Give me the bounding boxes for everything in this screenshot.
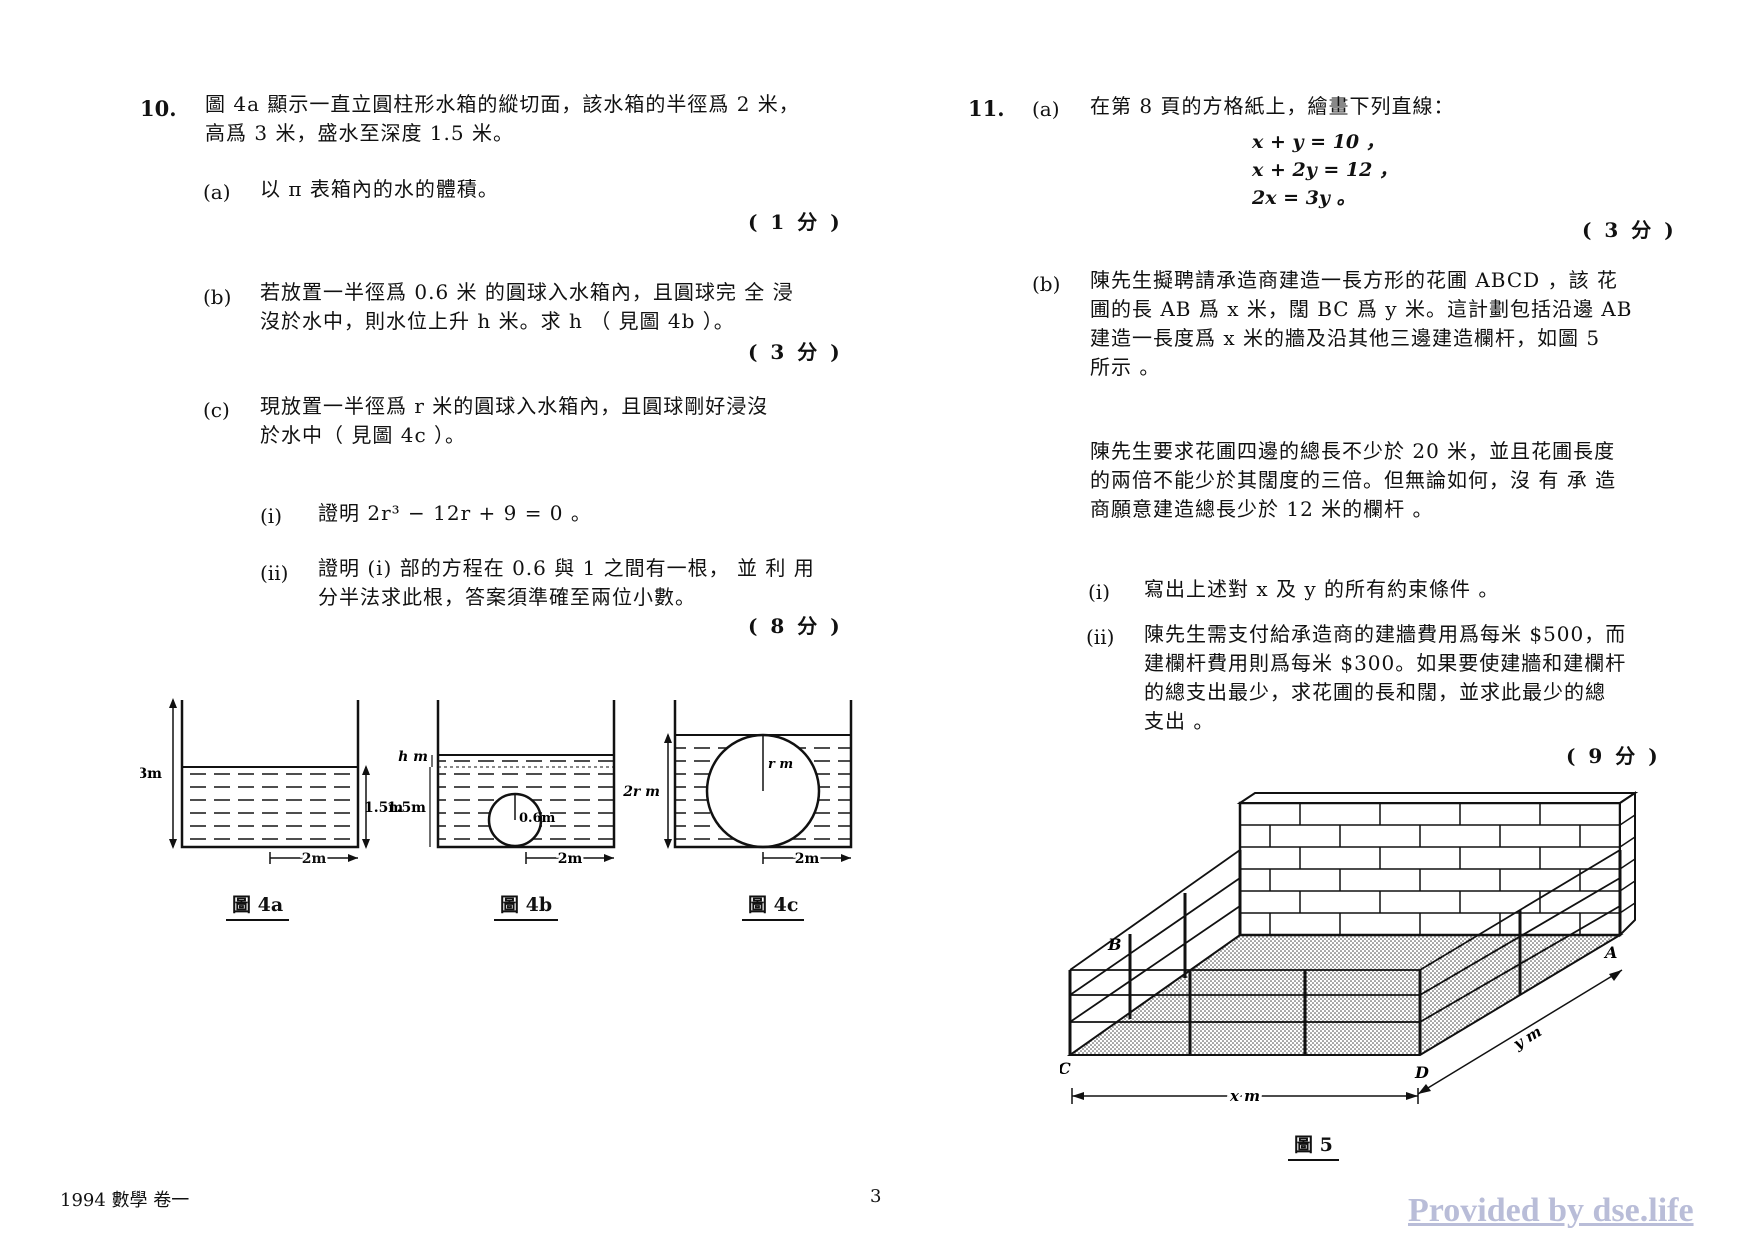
q10cii-line: 分半法求此根，答案須準確至兩位小數。 [318,585,696,609]
q10b-line: 沒於水中，則水位上升 h 米。求 h （ 見圖 4b ）。 [260,309,735,333]
q11bii-line: 陳先生需支付給承造商的建牆費用爲每米 $500，而 [1144,622,1627,646]
q10b-marks: ( 3 分 ) [748,340,843,364]
q11bi-text: 寫出上述對 x 及 y 的所有約束條件 。 [1144,577,1500,601]
q10c-marks: ( 8 分 ) [748,614,843,638]
q11bii-line: 支出 。 [1144,709,1215,733]
label-4c-ball: r m [768,757,793,772]
q11a-marks: ( 3 分 ) [1582,218,1677,242]
footer-exam-name: 1994 數學 卷一 [60,1190,190,1211]
q11bi-label: (i) [1088,580,1111,604]
q11b-label: (b) [1032,272,1061,296]
q10ci-text: 證明 2r³ − 12r + 9 = 0 。 [318,501,592,525]
watermark: Provided by dse.life [1408,1192,1694,1229]
label-4a-radius: 2m [302,851,327,867]
q11b-para2-line: 的兩倍不能少於其闊度的三倍。但無論如何，沒 有 承 造 [1090,468,1617,492]
vertex-C: C [1060,1059,1071,1078]
railing-posts [1068,850,1622,1055]
q10c-line: 現放置一半徑爲 r 米的圓球入水箱內，且圓球剛好浸沒 [260,394,769,418]
q10cii-label: (ii) [260,561,289,585]
q11bii-text: 陳先生需支付給承造商的建牆費用爲每米 $500，而 建欄杆費用則爲每米 $300… [1144,620,1626,736]
label-4b-radius: 2m [558,851,583,867]
q11b-line: 所示 。 [1090,355,1161,379]
q10-intro: 圖 4a 顯示一直立圓柱形水箱的縱切面，該水箱的半徑爲 2 米， 高爲 3 米，… [205,90,800,148]
dimension-x: x m [1229,1087,1260,1105]
figure-4a: 3m 1.5m 2m [140,698,403,870]
q10a-marks: ( 1 分 ) [748,210,843,234]
figure-4b: 0.6m h m 1.5m 2m [387,700,616,870]
dimension-y: y m [1509,1022,1545,1053]
q11-number: 11. [968,96,1005,121]
vertex-D: D [1414,1063,1429,1082]
railing-rails [1069,849,1621,1023]
figure-4-tanks: 3m 1.5m 2m 0.6m h m 1.5m 2m r m [140,698,853,870]
q11b-para2-line: 商願意建造總長少於 12 米的欄杆 。 [1090,497,1434,521]
q10c-label: (c) [203,398,230,422]
q11b-line: 圃的長 AB 爲 x 米，闊 BC 爲 y 米。這計劃包括沿邊 AB [1090,297,1633,321]
vertex-A: A [1603,943,1617,962]
q11bii-line: 建欄杆費用則爲每米 $300。如果要使建牆和建欄杆 [1144,651,1627,675]
q10a-label: (a) [203,180,231,204]
q10b-text: 若放置一半徑爲 0.6 米 的圓球入水箱內，且圓球完 全 浸 沒於水中，則水位上… [260,278,794,336]
caption-figure-4a: 圖 4a [226,890,290,921]
label-4b-ball: 0.6m [519,811,556,826]
label-4c-depth: 2r m [622,784,660,800]
label-4a-height: 3m [140,766,162,782]
label-4b-rise: h m [398,749,428,765]
q10a-text: 以 π 表箱內的水的體積。 [260,177,499,201]
q10-intro-line: 高爲 3 米，盛水至深度 1.5 米。 [205,121,514,145]
q10b-label: (b) [203,285,232,309]
q10b-line: 若放置一半徑爲 0.6 米 的圓球入水箱內，且圓球完 全 浸 [260,280,794,304]
equation: x + 2y = 12 ， [1252,159,1398,181]
q11a-text: 在第 8 頁的方格紙上，繪畫下列直線： [1090,94,1455,118]
footer-page-number: 3 [870,1186,882,1207]
vertex-B: B [1107,935,1122,954]
q11b-marks: ( 9 分 ) [1566,744,1661,768]
q11b-para2: 陳先生要求花圃四邊的總長不少於 20 米，並且花圃長度 的兩倍不能少於其闊度的三… [1090,437,1616,524]
q10c-line: 於水中（ 見圖 4c ）。 [260,423,466,447]
caption-figure-4b: 圖 4b [494,890,559,921]
wall-bricks [1240,792,1636,935]
q11b-line: 陳先生擬聘請承造商建造一長方形的花圃 ABCD ，該 花 [1090,268,1618,292]
q10cii-text: 證明 (i) 部的方程在 0.6 與 1 之間有一根， 並 利 用 分半法求此根… [318,554,815,612]
figure-4c: r m 2r m 2m [622,700,853,870]
q10ci-label: (i) [260,504,283,528]
q11b-para2-line: 陳先生要求花圃四邊的總長不少於 20 米，並且花圃長度 [1090,439,1616,463]
q11b-line: 建造一長度爲 x 米的牆及沿其他三邊建造欄杆，如圖 5 [1090,326,1601,350]
label-4c-radius: 2m [795,851,820,867]
equation: x + y = 10 ， [1252,131,1385,153]
q11bii-label: (ii) [1086,625,1115,649]
caption-figure-5: 圖 5 [1288,1130,1339,1161]
q10-number: 10. [140,96,177,121]
q10-intro-line: 圖 4a 顯示一直立圓柱形水箱的縱切面，該水箱的半徑爲 2 米， [205,92,800,116]
equation: 2x = 3y 。 [1252,187,1356,209]
q11bii-line: 的總支出最少，求花圃的長和闊，並求此最少的總 [1144,680,1606,704]
q10c-text: 現放置一半徑爲 r 米的圓球入水箱內，且圓球剛好浸沒 於水中（ 見圖 4c ）。 [260,392,768,450]
figure-5-garden: B A C D x m y m [1060,791,1639,1108]
q11a-equations: x + y = 10 ， x + 2y = 12 ， 2x = 3y 。 [1252,128,1398,212]
q11b-text: 陳先生擬聘請承造商建造一長方形的花圃 ABCD ，該 花 圃的長 AB 爲 x … [1090,266,1632,382]
label-4a-water: 1.5m [364,800,403,816]
caption-figure-4c: 圖 4c [742,890,805,921]
label-4b-water: 1.5m [387,800,426,816]
q11a-label: (a) [1032,97,1060,121]
q10cii-line: 證明 (i) 部的方程在 0.6 與 1 之間有一根， 並 利 用 [318,556,815,580]
